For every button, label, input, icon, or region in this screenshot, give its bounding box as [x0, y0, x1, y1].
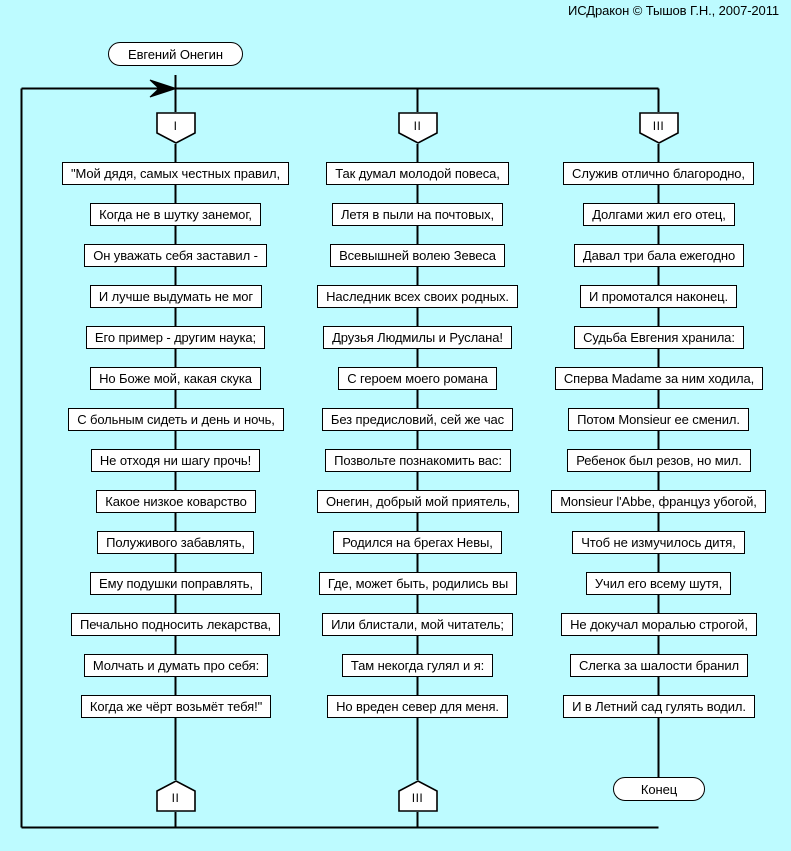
connector-in-column-1[interactable]: I — [155, 112, 196, 144]
action-node[interactable]: Полуживого забавлять, — [97, 531, 254, 554]
action-node[interactable]: Молчать и думать про себя: — [84, 654, 268, 677]
action-node[interactable]: Когда не в шутку занемог, — [90, 203, 261, 226]
action-node[interactable]: Долгами жил его отец, — [583, 203, 735, 226]
action-node[interactable]: Но вреден север для меня. — [327, 695, 508, 718]
action-node[interactable]: Летя в пыли на почтовых, — [332, 203, 503, 226]
action-node[interactable]: Ребенок был резов, но мил. — [567, 449, 751, 472]
action-node[interactable]: Какое низкое коварство — [96, 490, 256, 513]
action-node[interactable]: Без предисловий, сей же час — [322, 408, 513, 431]
action-node[interactable]: Давал три бала ежегодно — [574, 244, 744, 267]
action-node[interactable]: И лучше выдумать не мог — [90, 285, 262, 308]
connector-in-column-3[interactable]: III — [638, 112, 679, 144]
action-node[interactable]: Онегин, добрый мой приятель, — [317, 490, 519, 513]
action-node[interactable]: Там некогда гулял и я: — [342, 654, 493, 677]
action-node[interactable]: Служив отлично благородно, — [563, 162, 754, 185]
connector-out-column-2[interactable]: III — [397, 780, 438, 812]
end-terminator[interactable]: Конец — [613, 777, 705, 801]
action-node[interactable]: Когда же чёрт возьмёт тебя!" — [81, 695, 271, 718]
action-node[interactable]: Родился на брегах Невы, — [333, 531, 502, 554]
action-node[interactable]: Его пример - другим наука; — [86, 326, 265, 349]
action-node[interactable]: Не докучал моралью строгой, — [561, 613, 757, 636]
action-node[interactable]: Учил его всему шутя, — [586, 572, 731, 595]
action-node[interactable]: Слегка за шалости бранил — [570, 654, 748, 677]
action-node[interactable]: Где, может быть, родились вы — [319, 572, 517, 595]
action-node[interactable]: С больным сидеть и день и ночь, — [68, 408, 284, 431]
action-node[interactable]: Или блистали, мой читатель; — [322, 613, 513, 636]
connector-in-column-2[interactable]: II — [397, 112, 438, 144]
action-node[interactable]: Чтоб не измучилось дитя, — [572, 531, 745, 554]
start-terminator[interactable]: Евгений Онегин — [108, 42, 243, 66]
action-node[interactable]: Он уважать себя заставил - — [84, 244, 267, 267]
action-node[interactable]: Судьба Евгения хранила: — [574, 326, 744, 349]
action-node[interactable]: Наследник всех своих родных. — [317, 285, 518, 308]
action-node[interactable]: Но Боже мой, какая скука — [90, 367, 261, 390]
action-node[interactable]: Позвольте познакомить вас: — [325, 449, 511, 472]
action-node[interactable]: Печально подносить лекарства, — [71, 613, 280, 636]
action-node[interactable]: Сперва Madame за ним ходила, — [555, 367, 763, 390]
action-node[interactable]: Всевышней волею Зевеса — [330, 244, 505, 267]
action-node[interactable]: Потом Monsieur ее сменил. — [568, 408, 749, 431]
action-node[interactable]: Monsieur l'Abbe, француз убогой, — [551, 490, 766, 513]
action-node[interactable]: И в Летний сад гулять водил. — [563, 695, 755, 718]
copyright-notice: ИСДракон © Тышов Г.Н., 2007-2011 — [568, 3, 779, 18]
action-node[interactable]: И промотался наконец. — [580, 285, 737, 308]
connector-out-column-1[interactable]: II — [155, 780, 196, 812]
action-node[interactable]: Так думал молодой повеса, — [326, 162, 509, 185]
action-node[interactable]: Друзья Людмилы и Руслана! — [323, 326, 512, 349]
action-node[interactable]: С героем моего романа — [338, 367, 497, 390]
action-node[interactable]: "Мой дядя, самых честных правил, — [62, 162, 289, 185]
action-node[interactable]: Ему подушки поправлять, — [90, 572, 262, 595]
action-node[interactable]: Не отходя ни шагу прочь! — [91, 449, 260, 472]
flow-arrow-icon — [149, 79, 178, 98]
